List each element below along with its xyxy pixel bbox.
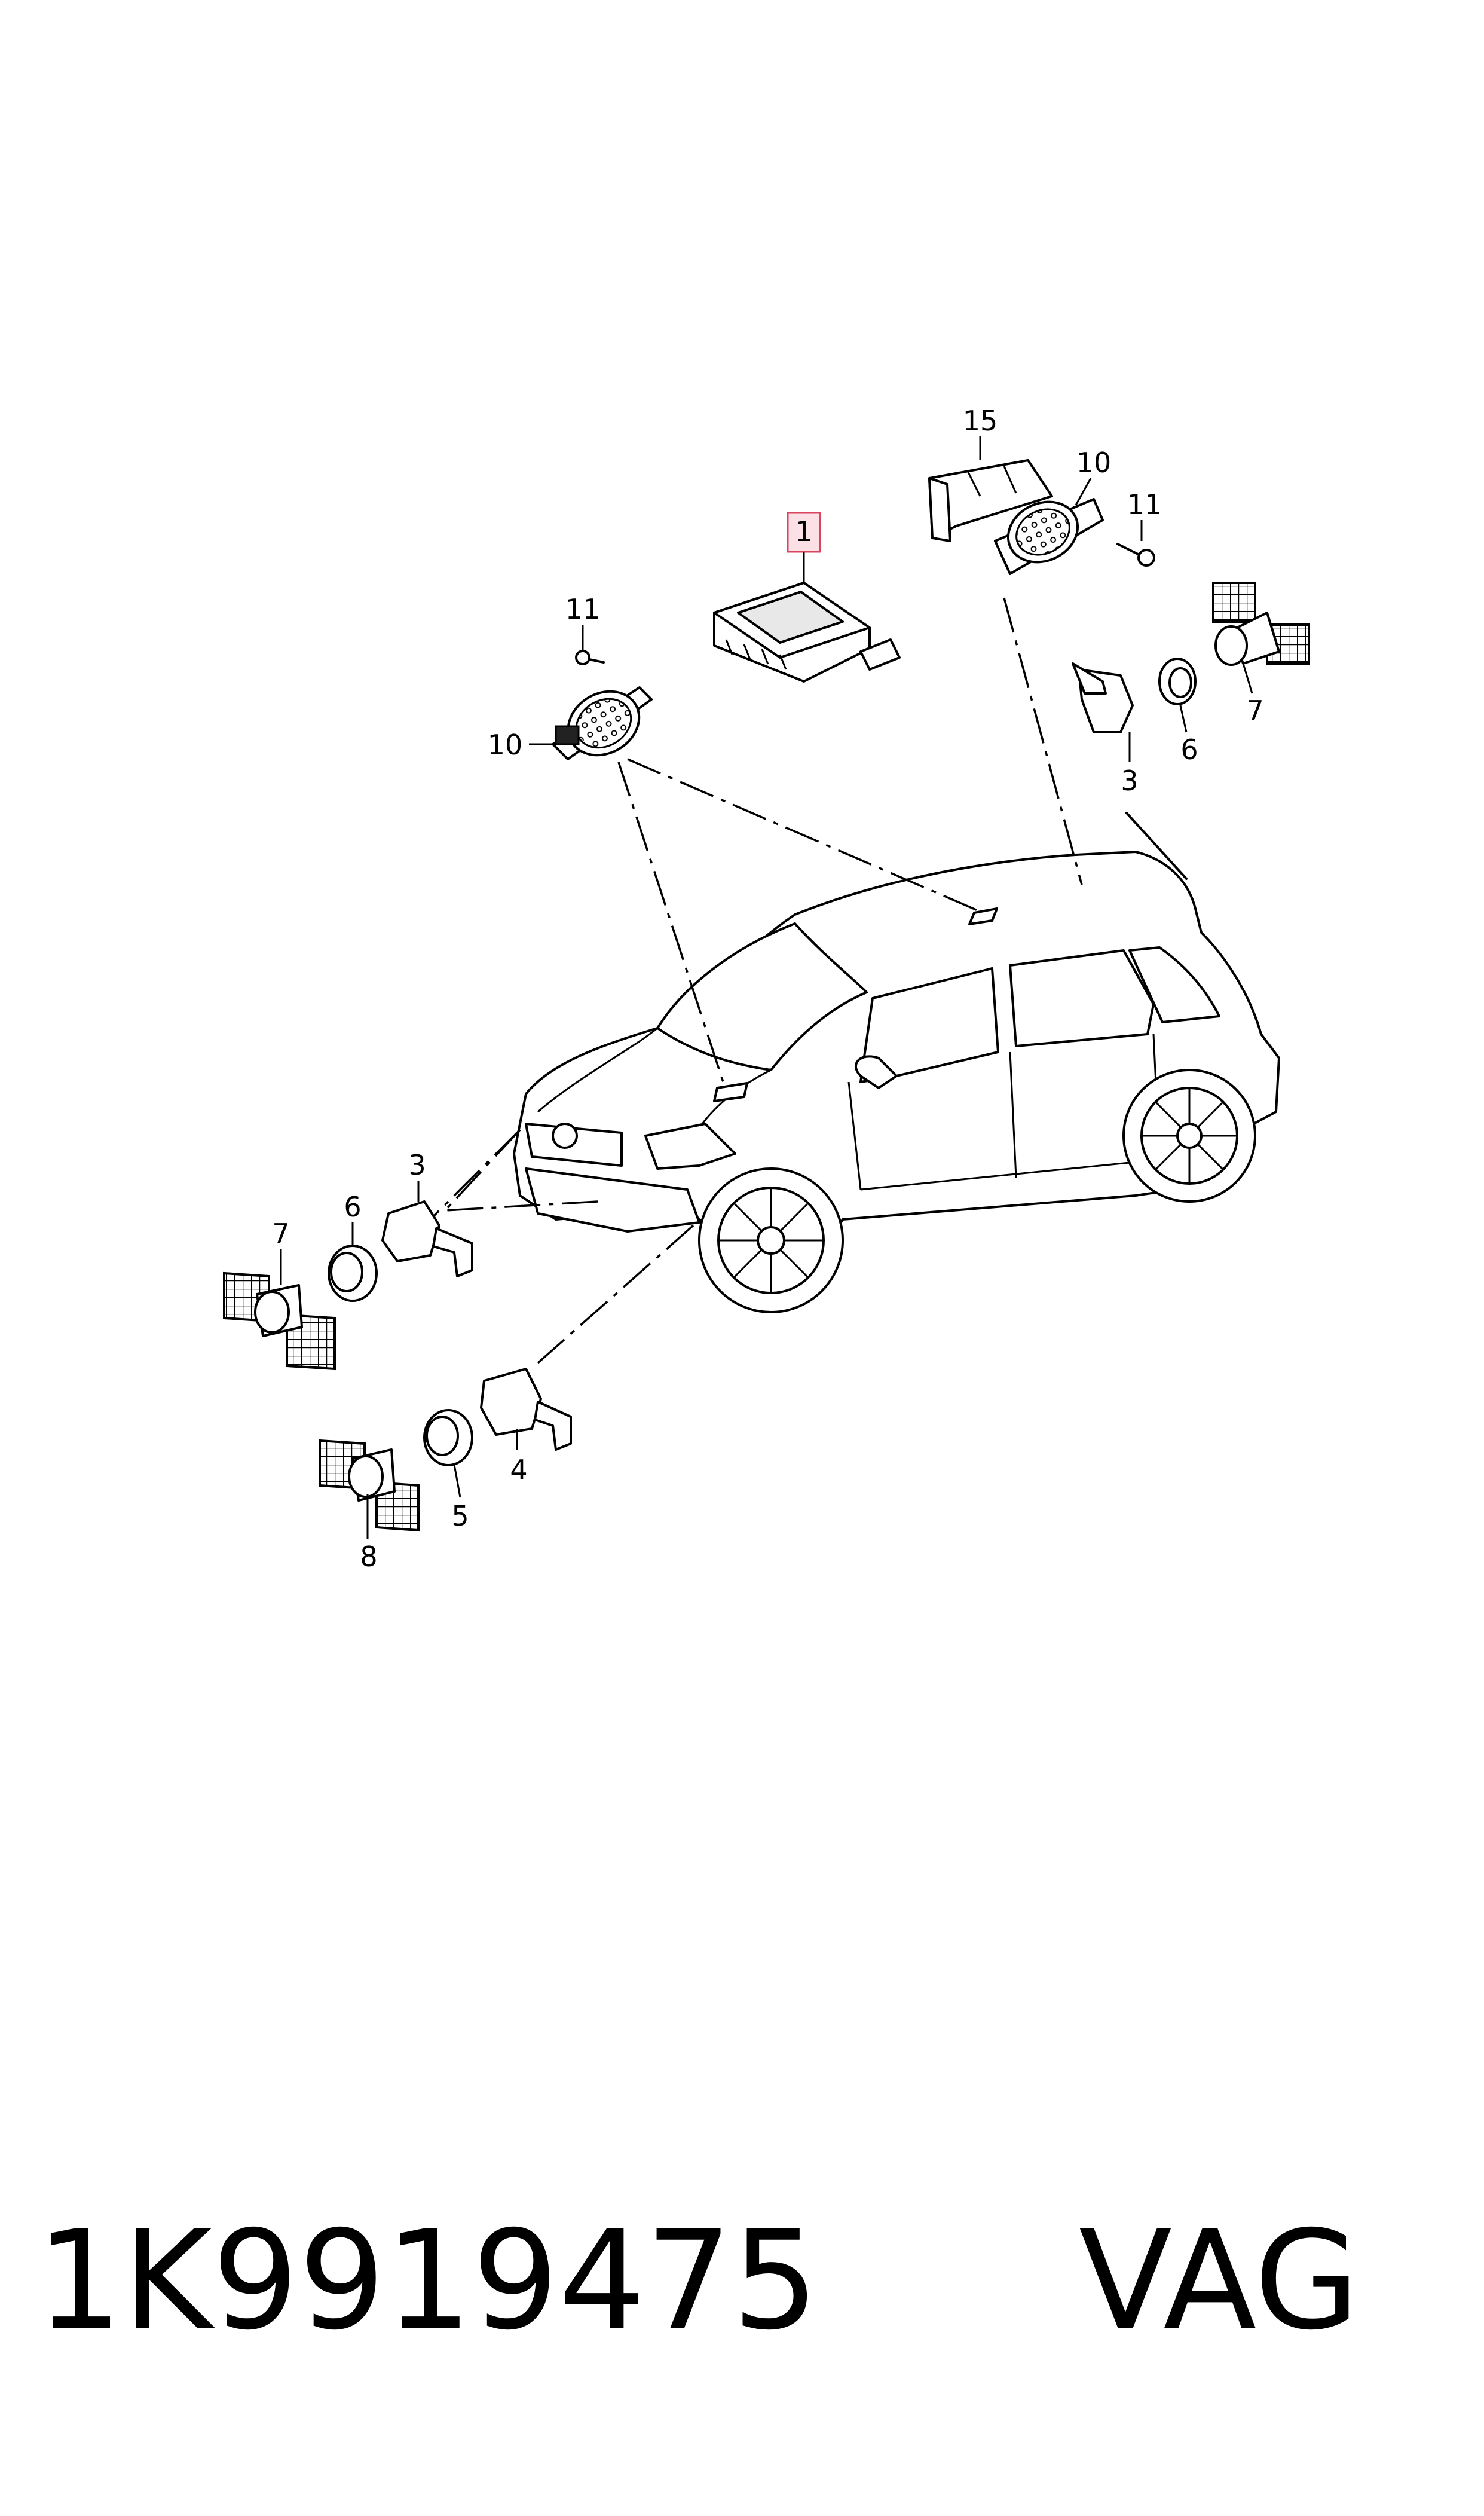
screw-part-11-rear [1116, 543, 1155, 567]
ring-part-6-front [328, 1245, 378, 1302]
bracket-part-15 [928, 459, 1053, 542]
callout-leaders [280, 436, 1253, 1539]
callout-6-rear[interactable]: 6 [1180, 733, 1198, 766]
callout-7-front[interactable]: 7 [272, 1218, 289, 1250]
buzzer-part-10-rear [994, 498, 1104, 575]
callout-11-left[interactable]: 11 [565, 593, 601, 625]
callout-10-left[interactable]: 10 [488, 729, 523, 761]
ring-part-6-rear [1158, 658, 1197, 705]
callout-8[interactable]: 8 [360, 1540, 377, 1573]
callout-3-rear[interactable]: 3 [1121, 765, 1138, 797]
bracket-part-7-rear [1212, 582, 1310, 666]
callout-5[interactable]: 5 [451, 1500, 469, 1532]
callout-10-rear[interactable]: 10 [1076, 447, 1112, 479]
callout-1[interactable]: 1 [795, 515, 812, 548]
car-illustration [513, 851, 1280, 1313]
callout-4[interactable]: 4 [510, 1454, 527, 1486]
part-number: 1K9919475 [36, 2201, 819, 2360]
callout-6-front[interactable]: 6 [344, 1191, 361, 1223]
ring-part-5 [423, 1409, 473, 1466]
sensor-part-4 [480, 1368, 572, 1451]
callout-7-rear[interactable]: 7 [1246, 695, 1263, 727]
sensor-part-3-front [381, 1200, 473, 1277]
footer-part-line: 1K9919475 VAG [36, 2206, 1458, 2355]
brand-label: VAG [1079, 2201, 1360, 2360]
sensor-part-3-rear [1072, 662, 1134, 733]
highlight-box [787, 512, 821, 553]
callout-11-rear[interactable]: 11 [1127, 488, 1162, 521]
leader-lines [429, 597, 1188, 1364]
buzzer-part-10-left [552, 686, 653, 760]
bracket-part-7-front [223, 1271, 336, 1371]
bracket-part-8 [319, 1439, 420, 1532]
callout-15[interactable]: 15 [963, 405, 998, 437]
callout-3-front[interactable]: 3 [408, 1149, 426, 1181]
control-unit-part-1[interactable] [713, 582, 901, 683]
screw-part-11-left [575, 650, 605, 665]
